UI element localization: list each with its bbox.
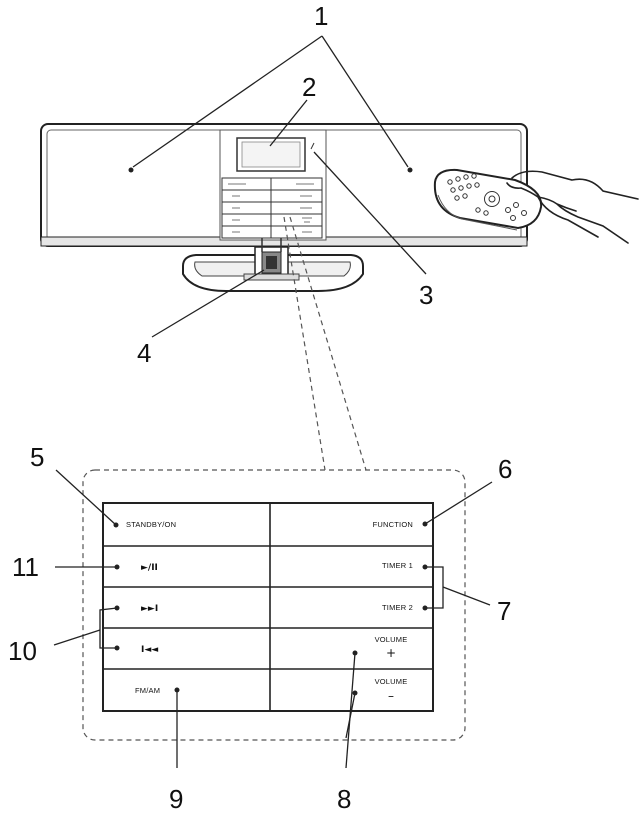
callout-4: 4 — [137, 338, 151, 368]
zoom-dashed-frame — [82, 469, 466, 741]
remote-control-body — [433, 168, 543, 230]
left-speaker-dot — [128, 167, 134, 173]
next-label: ►►I — [141, 604, 158, 614]
panel-grid — [103, 503, 433, 711]
callout-7: 7 — [497, 596, 511, 626]
zoom-dashed-lines — [82, 216, 466, 741]
volume-down-sign: – — [388, 689, 394, 703]
dock-slot — [266, 256, 277, 269]
display-screen — [241, 141, 301, 168]
volume-down-label: VOLUME — [375, 677, 408, 686]
volume-up-sign: + — [386, 646, 396, 660]
mini-button-grid — [221, 177, 323, 239]
remote-buttons — [447, 173, 527, 221]
callout-8: 8 — [337, 784, 351, 814]
upper-callout-lines — [132, 35, 427, 338]
timer2-label: TIMER 2 — [382, 603, 413, 612]
fm-am-label: FM/AM — [135, 686, 160, 695]
dock-base-plate — [243, 273, 300, 281]
remote-control-edge — [437, 194, 518, 231]
hand-outline — [506, 170, 639, 244]
callout-9: 9 — [169, 784, 183, 814]
function-label: FUNCTION — [373, 520, 413, 529]
lower-callout-lines — [53, 469, 493, 769]
right-speaker-dot — [407, 167, 413, 173]
callout-3: 3 — [419, 280, 433, 310]
prev-label: I◄◄ — [141, 645, 158, 655]
main-unit — [40, 123, 528, 247]
play-pause-label: ►/II — [141, 563, 158, 573]
dock-stand — [182, 238, 364, 292]
callout-1: 1 — [314, 1, 328, 31]
remote-control-hand — [433, 168, 639, 244]
panel-outline — [102, 502, 434, 712]
callout-numbers: 1 2 3 4 5 6 11 7 10 9 8 — [8, 1, 512, 814]
standby-on-label: STANDBY/ON — [126, 520, 176, 529]
callout-5: 5 — [30, 442, 44, 472]
callout-2: 2 — [302, 72, 316, 102]
callout-6: 6 — [498, 454, 512, 484]
remote-sensor-mark — [310, 142, 315, 150]
enlarged-control-panel: STANDBY/ON FUNCTION ►/II TIMER 1 ►►I TIM… — [102, 502, 434, 712]
volume-up-label: VOLUME — [375, 635, 408, 644]
timer1-label: TIMER 1 — [382, 561, 413, 570]
callout-11: 11 — [12, 552, 39, 582]
callout-10: 10 — [8, 636, 37, 666]
